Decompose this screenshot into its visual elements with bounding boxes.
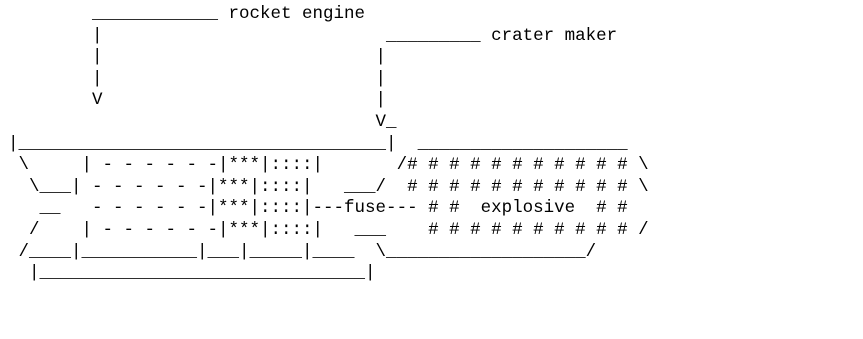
- fuse-explosive-row: __ - - - - - -|***|::::|---fuse--- # # e…: [8, 198, 649, 220]
- rocket-engine-label-line: ____________ rocket engine: [8, 4, 649, 26]
- body-row-2: \___| - - - - - -|***|::::| ___/ # # # #…: [8, 177, 649, 199]
- crater-maker-arrow-line: V_: [8, 112, 649, 134]
- body-bottom-edge-line: |_______________________________|: [8, 263, 649, 285]
- body-row-5: /____|___________|___|_____|____ \______…: [8, 242, 649, 264]
- body-row-1: \ | - - - - - -|***|::::| /# # # # # # #…: [8, 155, 649, 177]
- crater-maker-label-line: | _________ crater maker: [8, 26, 649, 48]
- body-top-edge-line: |___________________________________| __…: [8, 134, 649, 156]
- rocket-engine-arrow-line: V |: [8, 90, 649, 112]
- pointer-line-1: | |: [8, 47, 649, 69]
- body-row-4: / | - - - - - -|***|::::| ___ # # # # # …: [8, 220, 649, 242]
- ascii-rocket-bomb-diagram: ____________ rocket engine | _________ c…: [8, 4, 649, 285]
- pointer-line-2: | |: [8, 69, 649, 91]
